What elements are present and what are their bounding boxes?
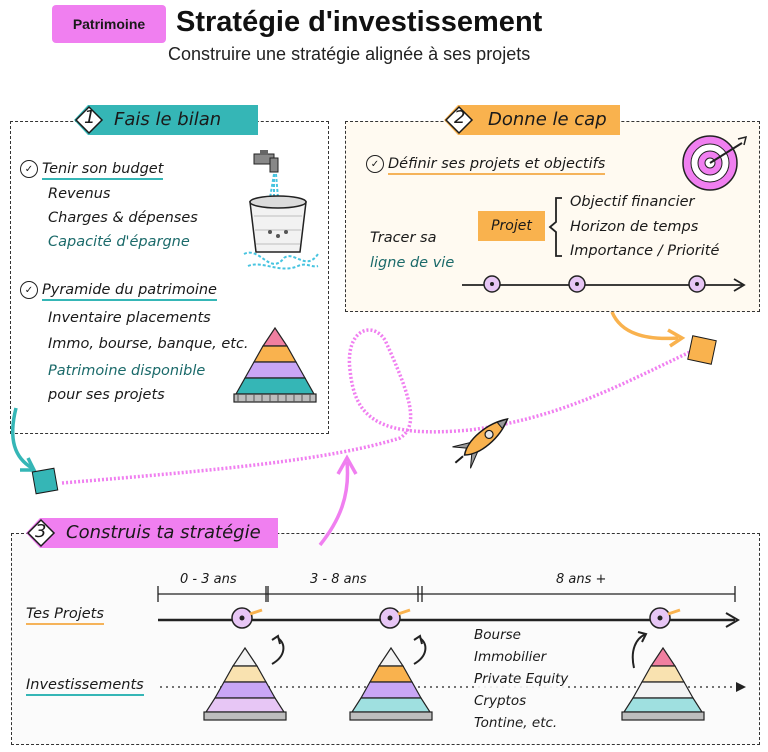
timeline-dot — [231, 607, 263, 629]
pyramid-icon — [233, 326, 317, 403]
pink-up-arrow — [318, 461, 350, 547]
pyramid-item-projets: pour ses projets — [48, 387, 165, 403]
pyramid-icon — [621, 646, 705, 721]
strategy-timeline — [157, 586, 740, 629]
rocket-icon — [452, 418, 509, 469]
check-icon: ✓ — [20, 281, 38, 299]
budget-heading: ✓Tenir son budget — [20, 160, 164, 180]
trace-line1: Tracer sa — [370, 230, 437, 246]
pyramid-icon — [349, 646, 433, 721]
pyramid-item-inventaire: Inventaire placements — [48, 310, 211, 326]
faucet-bucket-icon — [243, 150, 319, 270]
step2-number: 2 — [454, 107, 466, 128]
timeline-dot — [379, 607, 411, 629]
category-badge: Patrimoine — [52, 5, 166, 43]
target-icon — [682, 135, 748, 191]
investment-item: Immobilier — [474, 649, 547, 665]
step3-number: 3 — [35, 521, 47, 542]
pyramid-item-immo: Immo, bourse, banque, etc. — [48, 336, 249, 352]
investment-list: Bourse Immobilier Private Equity Cryptos… — [474, 624, 569, 734]
horizon-long: 8 ans + — [556, 572, 607, 587]
projet-item-importance: Importance / Priorité — [570, 243, 720, 259]
goal-square — [687, 335, 717, 365]
projet-tag: Projet — [478, 211, 545, 241]
row-investissements-label: Investissements — [26, 677, 144, 696]
curved-arrow-1 — [271, 634, 285, 665]
start-square — [31, 467, 59, 495]
step1-label-shape — [74, 105, 258, 135]
pyramid-heading: ✓Pyramide du patrimoine — [20, 281, 217, 301]
budget-item-revenus: Revenus — [48, 186, 111, 202]
pyramid-item-disponible: Patrimoine disponible — [48, 363, 206, 379]
pyramid-icon — [203, 646, 287, 721]
budget-item-epargne: Capacité d'épargne — [48, 234, 190, 250]
investment-item: Cryptos — [474, 693, 527, 709]
step2-title: Donne le cap — [488, 109, 607, 130]
page-subtitle: Construire une stratégie alignée à ses p… — [168, 44, 531, 64]
projet-item-horizon: Horizon de temps — [570, 219, 699, 235]
step1-number: 1 — [84, 107, 96, 128]
projet-brace — [548, 197, 562, 257]
teal-arrow — [11, 407, 33, 470]
timeline-dot — [649, 607, 681, 629]
objectives-heading: ✓Définir ses projets et objectifs — [366, 155, 606, 175]
step3-label-shape — [26, 518, 278, 548]
curved-arrow-2 — [413, 634, 427, 665]
lifeline-timeline — [462, 275, 746, 293]
horizon-short: 0 - 3 ans — [180, 572, 237, 587]
trace-line2: ligne de vie — [370, 255, 455, 271]
step2-label-shape — [444, 105, 620, 135]
investment-item: Private Equity — [474, 671, 569, 687]
budget-item-charges: Charges & dépenses — [48, 210, 198, 226]
step3-title: Construis ta stratégie — [66, 522, 261, 543]
check-icon: ✓ — [366, 155, 384, 173]
page-title: Stratégie d'investissement — [176, 6, 543, 38]
check-icon: ✓ — [20, 160, 38, 178]
projet-item-objectif: Objectif financier — [570, 194, 695, 210]
row-projets-label: Tes Projets — [26, 606, 104, 625]
investment-item: Bourse — [474, 627, 521, 643]
horizon-medium: 3 - 8 ans — [310, 572, 367, 587]
curved-arrow-3 — [631, 631, 648, 669]
investment-item: Tontine, etc. — [474, 715, 558, 731]
path-to-goal — [61, 328, 691, 485]
step1-title: Fais le bilan — [114, 109, 222, 130]
orange-arrow — [610, 311, 679, 341]
